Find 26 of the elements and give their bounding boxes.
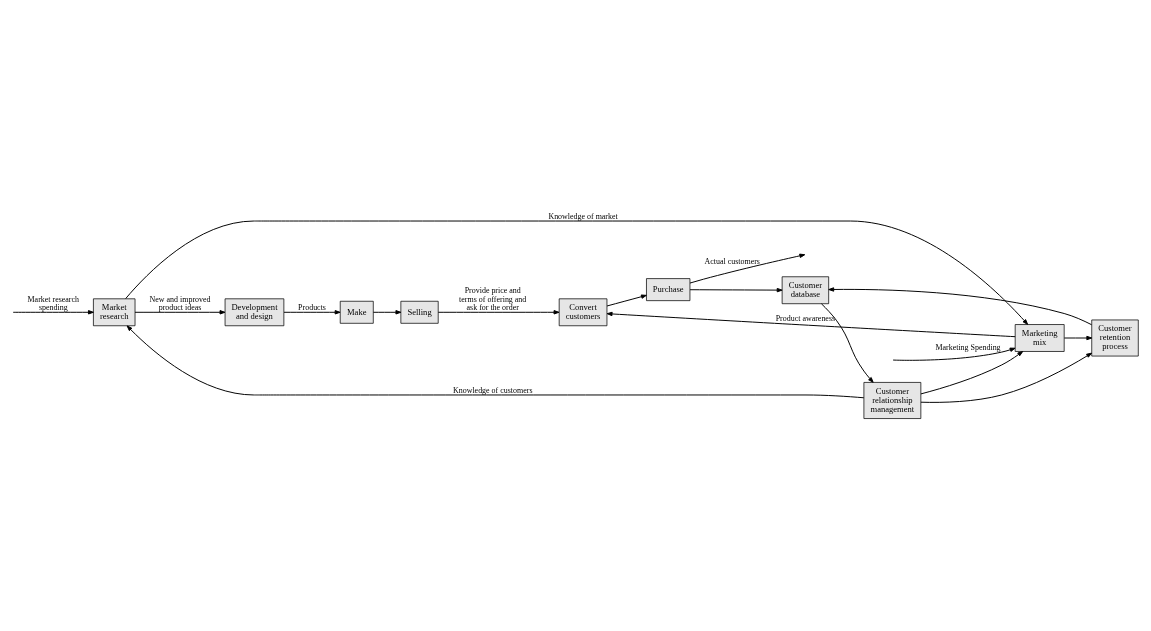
arrow	[12, 310, 94, 315]
node-box: Market research	[93, 298, 136, 327]
arrow	[372, 310, 402, 315]
arrow	[606, 294, 647, 307]
arrow	[828, 287, 1093, 326]
arrow	[606, 311, 1016, 338]
node-box: Convert customers	[558, 298, 608, 327]
arrow	[1063, 335, 1093, 341]
node-box: Customer retention process	[1091, 319, 1139, 357]
arrow	[283, 310, 341, 315]
arrow	[437, 310, 560, 315]
node-box: Development and design	[224, 298, 285, 327]
arrow	[134, 310, 226, 315]
arrow	[920, 352, 1093, 403]
arrow	[820, 303, 874, 383]
node-box: Customer database	[781, 276, 830, 305]
node-box: Customer relationship management	[863, 382, 922, 419]
node-box: Purchase	[646, 278, 691, 301]
arrow	[689, 287, 783, 293]
node-box: Selling	[400, 300, 439, 324]
arrow	[892, 347, 1016, 361]
node-box: Marketing mix	[1014, 324, 1065, 352]
arrow	[920, 351, 1024, 395]
node-box: Make	[339, 300, 374, 324]
arrow	[126, 325, 865, 399]
arrow	[689, 253, 806, 284]
